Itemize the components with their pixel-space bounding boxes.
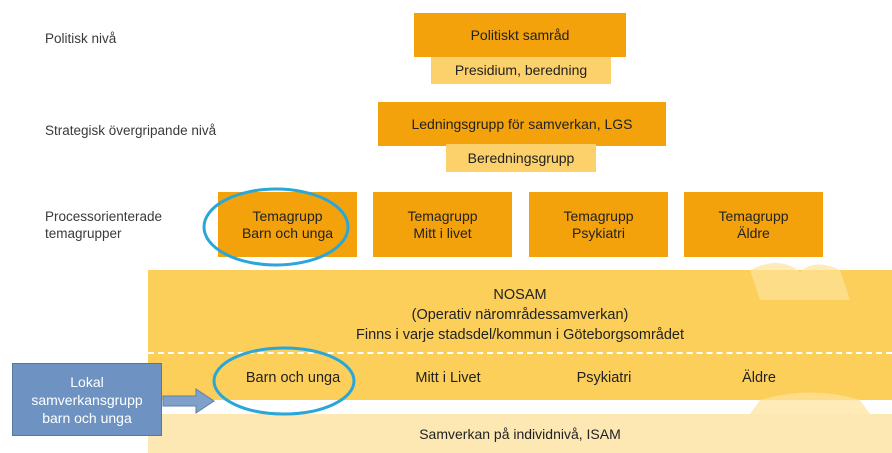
political-council-box: Politiskt samråd [414,13,626,57]
theme-group-elderly: Temagrupp Äldre [684,192,823,257]
callout-local-group: Lokal samverkansgrupp barn och unga [12,363,162,436]
theme-group-children: Temagrupp Barn och unga [218,192,357,257]
nosam-subtitle: (Operativ närområdessamverkan) [411,307,629,323]
presidium-box: Presidium, beredning [431,57,611,84]
preparation-group-box: Beredningsgrupp [446,144,596,172]
level-label-strategic: Strategisk övergripande nivå [45,123,217,138]
local-group-psychiatry: Psykiatri [576,370,632,386]
local-group-elderly: Äldre [742,370,776,386]
nosam-description: Finns i varje stadsdel/kommun i Göteborg… [355,327,684,343]
nosam-text: NOSAM (Operativ närområdessamverkan) Fin… [148,285,892,345]
nosam-title: NOSAM [493,287,547,303]
dashed-divider [148,352,892,354]
theme-group-midlife: Temagrupp Mitt i livet [373,192,512,257]
isam-label: Samverkan på individnivå, ISAM [419,425,621,442]
theme-group-psychiatry: Temagrupp Psykiatri [529,192,668,257]
isam-band: Samverkan på individnivå, ISAM [148,414,892,453]
level-label-process: Processorienterade temagrupper [45,209,163,241]
management-group-box: Ledningsgrupp för samverkan, LGS [378,102,666,146]
local-group-midlife: Mitt i Livet [415,370,481,386]
local-group-children: Barn och unga [245,370,341,386]
level-label-political: Politisk nivå [45,31,117,46]
